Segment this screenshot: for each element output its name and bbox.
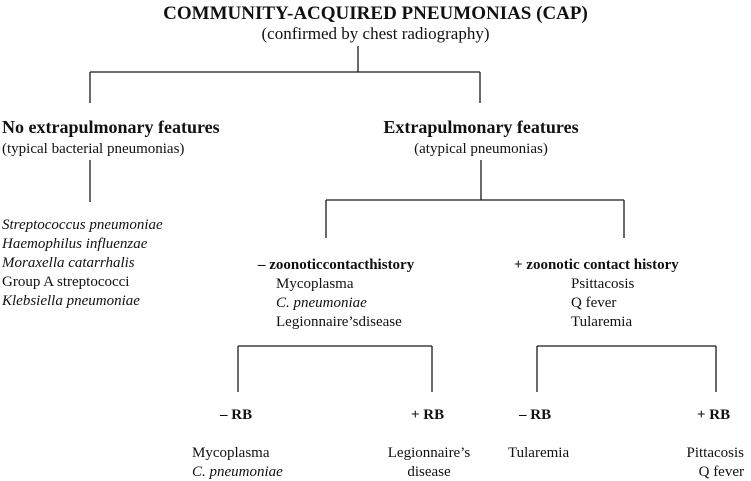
list-item: C. pneumoniae [276,295,367,311]
rb-outcome-item: Legionnaire’s [387,445,471,461]
rb-outcome-item: C. pneumoniae [192,464,283,480]
diagram-subtitle: (confirmed by chest radiography) [261,24,490,43]
rb-negative-label: – RB [220,407,253,423]
organism-item: Haemophilus influenzae [2,236,148,252]
list-item: Psittacosis [571,276,635,292]
list-item: Legionnaire’sdisease [276,314,402,330]
rb-outcome-item: Pittacosis [686,445,744,461]
rb-negative-label: – RB [519,407,552,423]
rb-outcome-item: disease [407,464,451,480]
list-item: Mycoplasma [276,276,354,292]
diagram-title: COMMUNITY-ACQUIRED PNEUMONIAS (CAP) [163,3,588,24]
organism-item: Klebsiella pneumoniae [2,293,140,309]
list-item: Tularemia [571,314,633,330]
list-item: Q fever [571,295,617,311]
zoonotic-history-heading: + zoonotic contact history [514,257,679,273]
organism-item: Moraxella catarrhalis [2,255,135,271]
organism-item: Group A streptococci [2,274,130,290]
rb-positive-label: + RB [697,407,731,423]
rb-outcome-item: Mycoplasma [192,445,270,461]
rb-outcome-item: Q fever [698,464,744,480]
rb-positive-label: + RB [411,407,445,423]
left-branch-subheading: (typical bacterial pneumonias) [2,141,185,157]
right-branch-subheading: (atypical pneumonias) [414,141,548,157]
rb-outcome-item: Tularemia [508,445,570,461]
left-branch-heading: No extrapulmonary features [2,117,220,137]
right-branch-heading: Extrapulmonary features [383,117,579,137]
organism-item: Streptococcus pneumoniae [2,217,163,233]
no-zoonotic-history-heading: – zoonoticcontacthistory [258,257,415,273]
